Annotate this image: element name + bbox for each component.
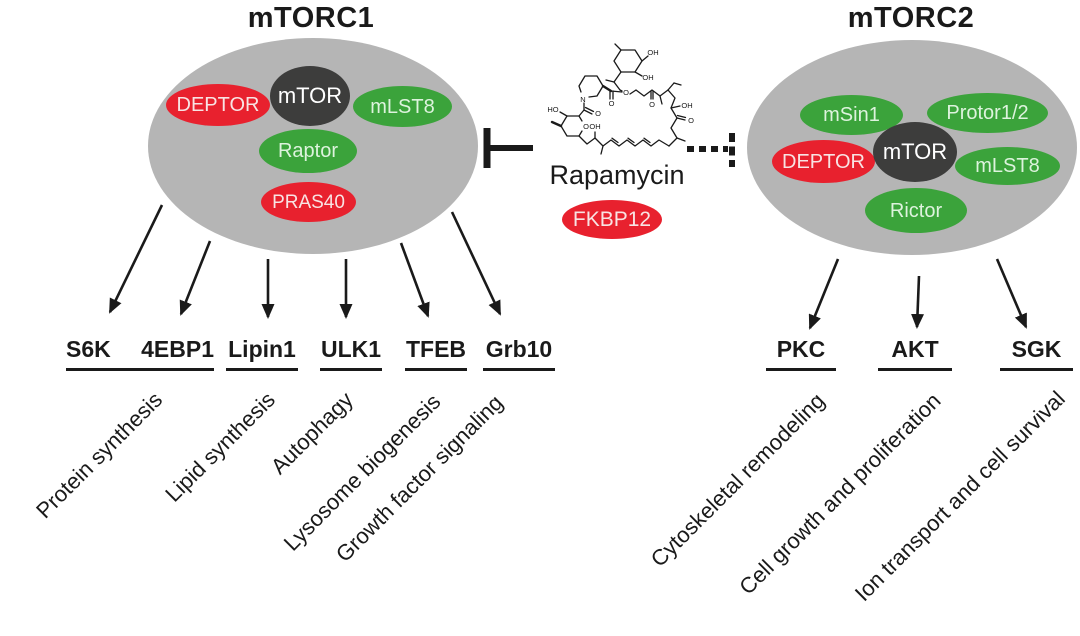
target-akt: AKT <box>878 336 952 371</box>
atom-o-amide: O <box>595 109 601 118</box>
atom-o-mid-ketone: O <box>649 100 655 109</box>
arrow-mtorc2-akt <box>911 275 925 329</box>
function-lipid-synthesis: Lipid synthesis <box>159 387 280 507</box>
mtorc1-subunit-mlst8: mLST8 <box>353 86 452 127</box>
atom-oh-right: OH <box>681 101 692 110</box>
mtorc2-subunit-protor: Protor1/2 <box>927 93 1048 133</box>
rapamycin-atom-labels: OH OH O O O N O HO O OH OH O <box>547 48 694 131</box>
mtorc1-subunit-deptor: DEPTOR <box>166 84 270 126</box>
arrow-mtorc2-sgk <box>995 258 1028 329</box>
atom-o-ester: O <box>623 88 629 97</box>
function-autophagy: Autophagy <box>265 387 358 480</box>
mtorc2-subunit-mtor: mTOR <box>873 122 957 182</box>
mtorc1-subunit-pras40: PRAS40 <box>261 182 356 222</box>
mtorc1-subunit-raptor: Raptor <box>259 129 357 173</box>
rapamycin-structure: OH OH O O O N O HO O OH OH O <box>547 43 694 155</box>
mtorc2-subunit-mlst8: mLST8 <box>955 147 1060 185</box>
mtorc1-target-group-protein-synthesis: S6K 4EBP1 <box>66 336 214 371</box>
target-sgk: SGK <box>1000 336 1073 371</box>
target-tfeb: TFEB <box>405 336 467 371</box>
atom-oh-top: OH <box>647 48 658 57</box>
arrow-mtorc1-s6k <box>108 204 164 314</box>
mtorc2-subunit-msin1: mSin1 <box>800 95 903 135</box>
atom-o-ester-carbonyl: O <box>609 99 615 108</box>
arrow-mtorc1-tfeb <box>399 242 430 318</box>
target-pkc: PKC <box>766 336 836 371</box>
target-grb10: Grb10 <box>483 336 555 371</box>
arrow-mtorc2-pkc <box>808 258 840 330</box>
mtorc1-subunit-mtor: mTOR <box>270 66 350 126</box>
target-lipin1: Lipin1 <box>226 336 298 371</box>
mtorc2-title: mTORC2 <box>847 2 975 34</box>
arrow-mtorc1-4ebp1 <box>179 240 212 316</box>
fkbp12-ellipse: FKBP12 <box>562 200 662 239</box>
mtorc2-subunit-rictor: Rictor <box>865 188 967 233</box>
atom-ho-left: HO <box>547 105 558 114</box>
arrow-mtorc1-grb10 <box>450 211 502 316</box>
mtorc2-subunit-deptor: DEPTOR <box>772 140 875 183</box>
function-ion-transport-cell-survival: Ion transport and cell survival <box>849 386 1070 607</box>
function-protein-synthesis: Protein synthesis <box>31 387 168 524</box>
function-cell-growth-proliferation: Cell growth and proliferation <box>734 388 946 600</box>
target-s6k: S6K <box>66 336 111 362</box>
atom-oh-top2: OH <box>642 73 653 82</box>
atom-o-right-ketone: O <box>688 116 694 125</box>
atom-n-piperidine: N <box>580 95 585 104</box>
target-ulk1: ULK1 <box>320 336 382 371</box>
atom-o-pyran: O <box>583 122 589 131</box>
mtorc1-title: mTORC1 <box>247 2 375 34</box>
rapamycin-label: Rapamycin <box>549 160 685 190</box>
atom-oh-bottom: OH <box>589 122 600 131</box>
target-4ebp1: 4EBP1 <box>141 336 214 362</box>
